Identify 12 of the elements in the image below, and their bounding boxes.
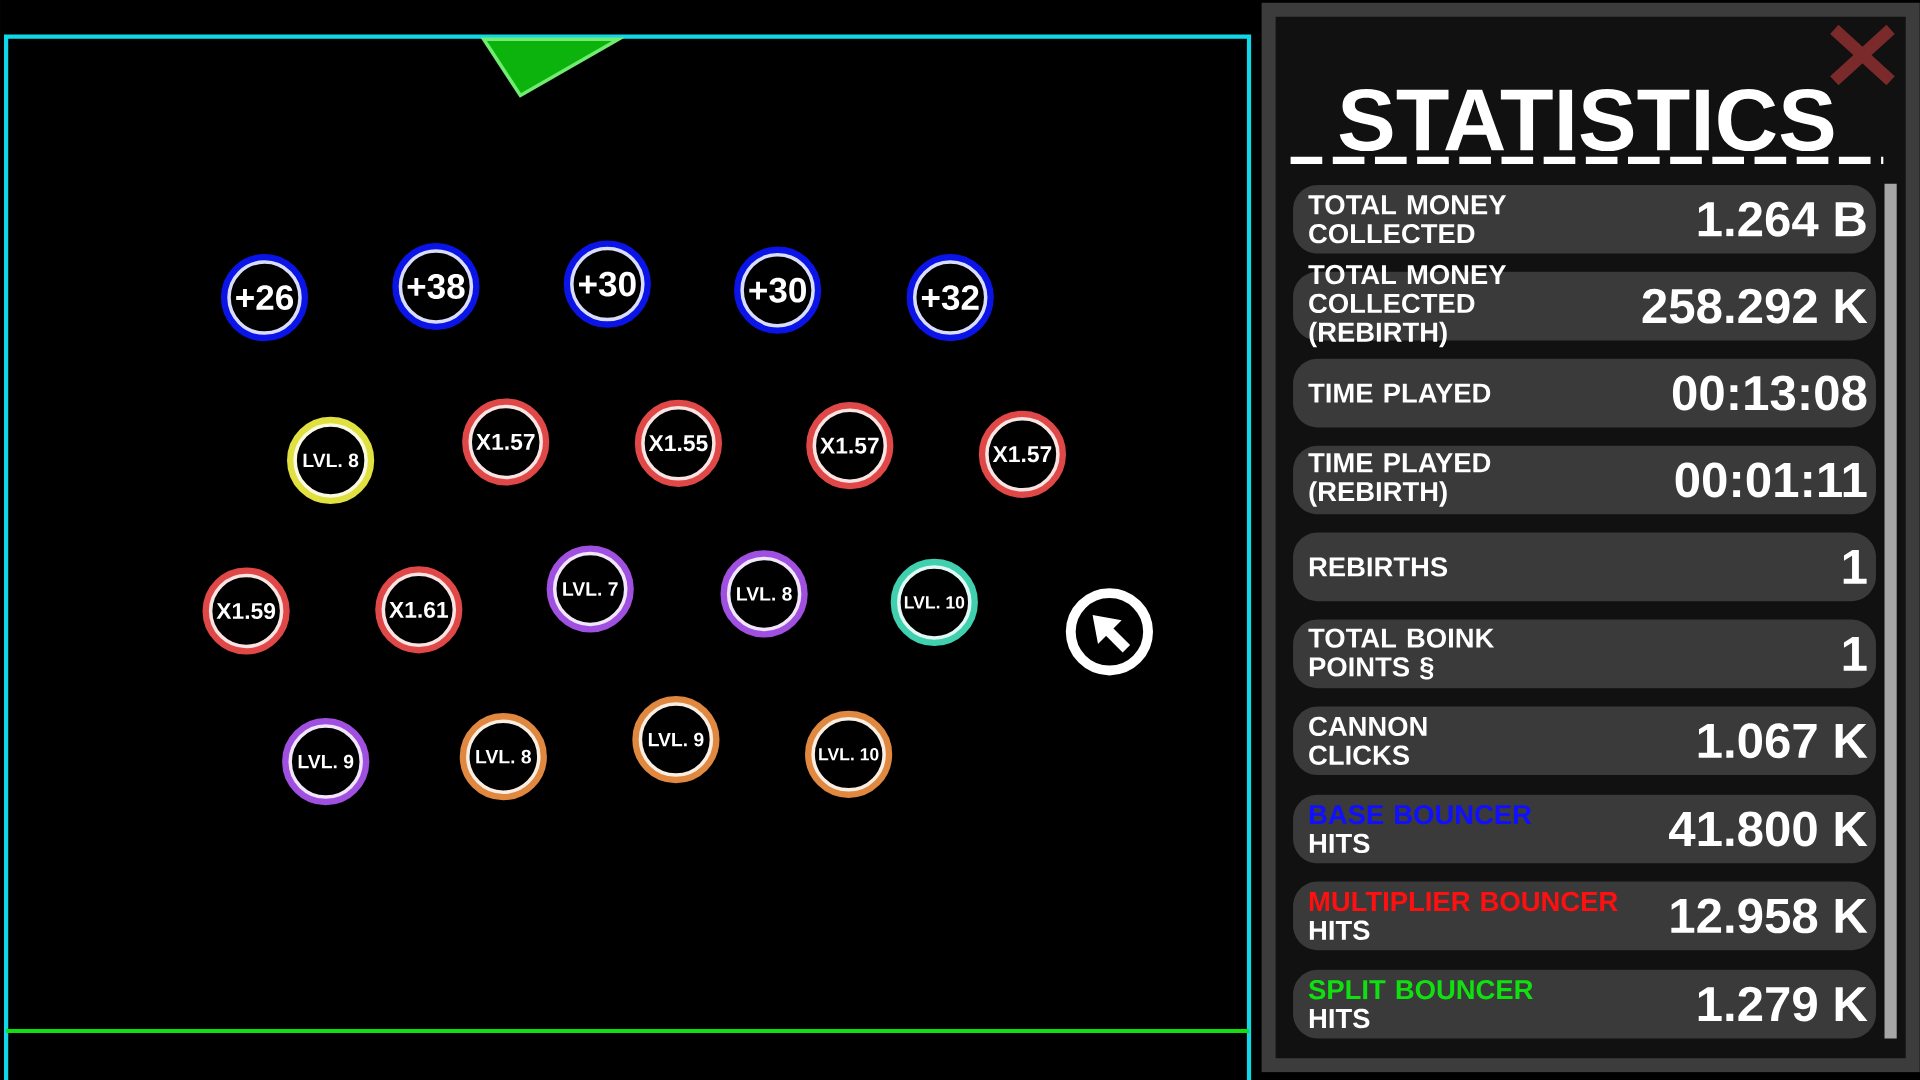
panel-title: STATISTICS (1339, 88, 1834, 152)
stat-row: SPLIT BOUNCER HITS 1.279 K (1293, 969, 1876, 1039)
stat-row: MULTIPLIER BOUNCER HITS 12.958 K (1293, 881, 1876, 951)
stat-row: TIME PLAYED 00:13:08 (1293, 358, 1876, 428)
stat-row: TIME PLAYED (REBIRTH) 00:01:11 (1293, 445, 1876, 515)
stat-row: CANNON CLICKS 1.067 K (1293, 706, 1876, 776)
stat-row: TOTAL MONEY COLLECTED (REBIRTH) 258.292 K (1293, 264, 1876, 348)
stat-row: TOTAL MONEY COLLECTED 1.264 B (1293, 184, 1876, 254)
stat-row: TOTAL BOINK POINTS § 1 (1293, 619, 1876, 689)
stat-row: BASE BOUNCER HITS 41.800 K (1293, 794, 1876, 864)
stat-row: REBIRTHS 1 (1293, 532, 1876, 602)
arrow-button (1065, 588, 1153, 676)
